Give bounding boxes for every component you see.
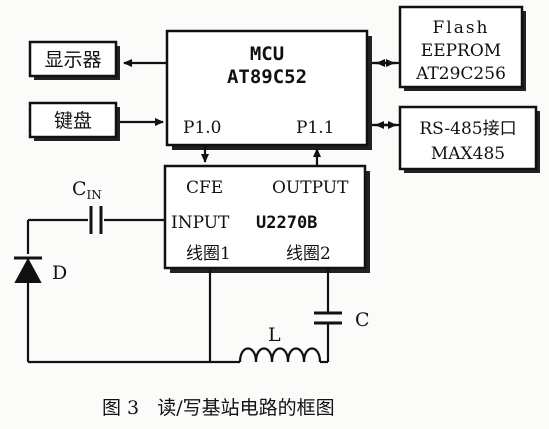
mcu-model: AT89C52 [227,66,307,88]
flash-line3: AT29C256 [415,64,506,84]
connections [120,59,400,166]
figure-caption: 图 3 读/写基站电路的框图 [102,397,335,419]
u2270-coil2: 线圈2 [286,244,331,264]
inductor-label: L [268,324,281,346]
capacitor-label: C [355,309,370,331]
u2270-block: CFE OUTPUT INPUT U2270B 线圈1 线圈2 [163,164,370,273]
flash-line1: Flash [432,18,489,38]
capacitor-in-letter: C [72,178,87,200]
keyboard-block: 键盘 [28,101,120,141]
flash-line2: EEPROM [421,41,501,61]
mcu-block: MCU AT89C52 P1.0 P1.1 [165,29,372,150]
inductor-coil [238,347,322,363]
mcu-title: MCU [250,43,284,65]
mcu-port-p10: P1.0 [183,118,221,138]
rs485-line1: RS-485接口 [419,119,516,139]
rs485-block: RS-485接口 MAX485 [398,105,540,173]
flash-block: Flash EEPROM AT29C256 [398,5,526,91]
mcu-port-p11: P1.1 [296,118,334,138]
u2270-output: OUTPUT [272,178,349,198]
u2270-coil1: 线圈1 [186,244,231,264]
u2270-input: INPUT [171,213,230,233]
u2270-cfe: CFE [186,178,223,198]
diode-symbol [14,257,42,283]
display-label: 显示器 [44,49,101,71]
u2270-model: U2270B [256,213,317,233]
keyboard-label: 键盘 [54,110,92,132]
antenna-circuit: CIN D C L [14,178,370,364]
rs485-line2: MAX485 [431,144,505,164]
diode-label: D [52,262,67,284]
display-block: 显示器 [28,40,120,80]
capacitor-in-label: CIN [72,178,102,202]
capacitor-in-subscript: IN [87,188,102,202]
